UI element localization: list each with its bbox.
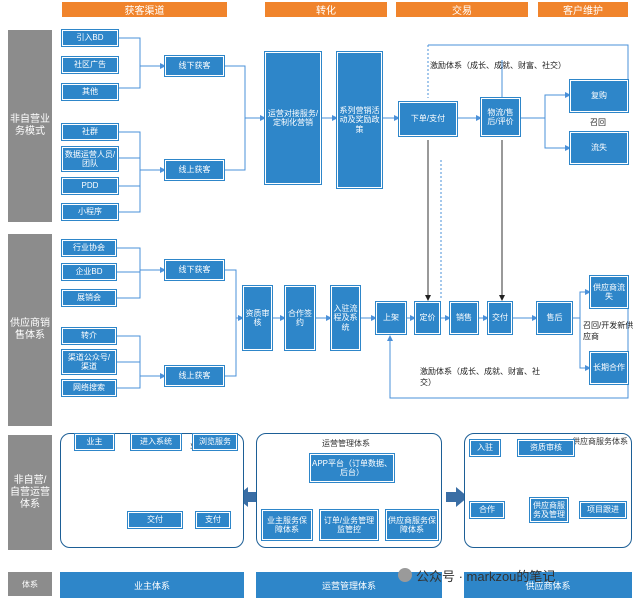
supplier-mgmt-box: 供应商服务及管理 — [530, 498, 568, 522]
source-industry-assoc: 行业协会 — [62, 240, 116, 256]
logistics-aftersale: 物流/售后/评价 — [481, 98, 520, 136]
lane-non-self: 非自营业务模式 — [8, 30, 52, 222]
source-referral: 转介 — [62, 328, 116, 344]
source-mini-program: 小程序 — [62, 204, 118, 220]
pricing: 定价 — [415, 302, 440, 334]
order-payment: 下单/支付 — [399, 102, 457, 136]
source-community-group: 社群 — [62, 124, 118, 140]
footer-supplier-system: 供应商体系 — [464, 572, 632, 598]
lane-operations: 非自营/自营运营体系 — [8, 435, 52, 550]
supplier-churn: 供应商流失 — [590, 276, 628, 308]
supplier-online-acquisition: 线上获客 — [165, 366, 224, 386]
return-label: 召回 — [590, 118, 606, 127]
header-conversion: 转化 — [265, 2, 387, 17]
owner-assurance-box: 业主服务保障体系 — [262, 510, 312, 540]
onboard-box: 入驻 — [470, 440, 500, 456]
incentive-system-bottom: 激励体系（成长、成就、财富、社交） — [420, 367, 540, 387]
header-acquisition: 获客渠道 — [62, 2, 227, 17]
owner-box: 业主 — [75, 434, 114, 450]
supplier-offline-acquisition: 线下获客 — [165, 260, 224, 280]
wechat-icon — [398, 568, 412, 582]
header-trade: 交易 — [396, 2, 528, 17]
footer-owner-system: 业主体系 — [60, 572, 244, 598]
source-other: 其他 — [62, 84, 118, 100]
source-bd: 引入BD — [62, 30, 118, 46]
source-community-ad: 社区广告 — [62, 57, 118, 73]
payment-box: 支付 — [196, 512, 230, 528]
source-pdd: PDD — [62, 178, 118, 194]
order-control-box: 订单/业务管理监管控 — [320, 510, 378, 540]
header-retention: 客户维护 — [538, 2, 628, 17]
footer-label: 体系 — [8, 572, 52, 596]
cooperation-signing: 合作签约 — [285, 286, 315, 350]
browse-services-box: 浏览服务 — [193, 434, 237, 450]
ops-management-title: 运营管理体系 — [322, 439, 370, 448]
sales: 销售 — [450, 302, 478, 334]
owner-service-panel — [60, 433, 244, 548]
enter-system-box: 进入系统 — [131, 434, 181, 450]
listing: 上架 — [376, 302, 406, 334]
source-enterprise-bd: 企业BD — [62, 264, 116, 280]
source-channel-wechat: 渠道公众号/渠道 — [62, 350, 116, 374]
after-sales: 售后 — [537, 302, 572, 334]
ops-service: 运营对接服务/定制化营销 — [265, 52, 321, 184]
repurchase: 复购 — [570, 80, 628, 112]
app-platform-box: APP平台（订单数据、后台） — [310, 454, 394, 482]
cooperate-box: 合作 — [470, 502, 504, 518]
source-web-search: 网络搜索 — [62, 380, 116, 396]
online-acquisition: 线上获客 — [165, 160, 224, 180]
onboarding-process: 入驻流程及系统 — [331, 286, 360, 350]
source-data-ops: 数据运营人员/团队 — [62, 147, 118, 171]
incentive-system-top: 激励体系（成长、成就、财富、社交） — [430, 61, 566, 70]
supplier-service-title: 供应商服务体系 — [572, 437, 628, 446]
lane-supplier: 供应商销售体系 — [8, 234, 52, 426]
review-box: 资质审核 — [518, 440, 574, 456]
recall-supplier-label: 召回/开发新供应商 — [583, 321, 634, 341]
handover-box: 交付 — [128, 512, 182, 528]
marketing-campaigns: 系列营销活动及奖励政策 — [337, 52, 382, 188]
project-followup-box: 项目跟进 — [580, 502, 626, 518]
supplier-assurance-box: 供应商服务保障体系 — [386, 510, 438, 540]
churn: 流失 — [570, 132, 628, 164]
source-expo: 展销会 — [62, 290, 116, 306]
qualification-review: 资质审核 — [243, 286, 272, 350]
delivery: 交付 — [488, 302, 512, 334]
long-term-cooperation: 长期合作 — [590, 352, 628, 384]
watermark: 公众号 · markzou的笔记 — [398, 564, 628, 586]
offline-acquisition: 线下获客 — [165, 56, 224, 76]
watermark-text: 公众号 · markzou的笔记 — [416, 568, 556, 584]
